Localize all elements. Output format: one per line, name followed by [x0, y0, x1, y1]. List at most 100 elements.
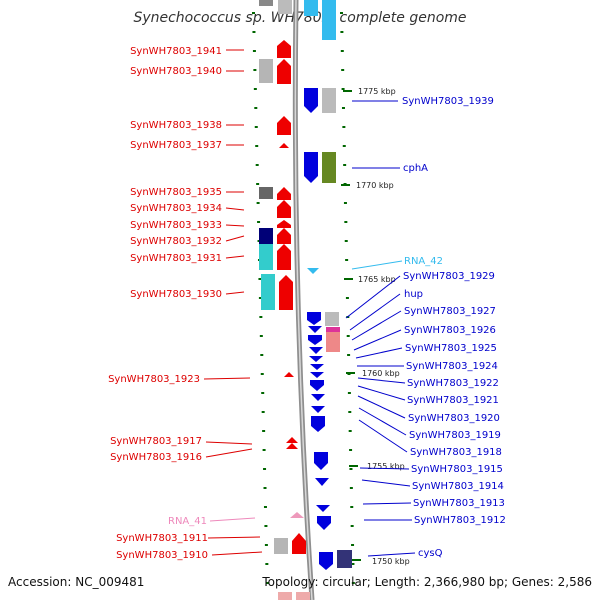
tick-dash — [265, 582, 269, 584]
gene-label: SynWH7803_1916 — [110, 452, 202, 463]
tick-dash — [350, 506, 354, 508]
tick-dash — [264, 525, 268, 527]
svg-text:1775 kbp: 1775 kbp — [358, 87, 396, 96]
gene-label: SynWH7803_1932 — [130, 236, 222, 247]
tick-dash — [342, 145, 346, 147]
svg-text:1760 kbp: 1760 kbp — [362, 369, 400, 378]
gene-label: SynWH7803_1910 — [116, 550, 208, 561]
gene-label: SynWH7803_1918 — [410, 447, 502, 458]
gene-label: SynWH7803_1922 — [407, 378, 499, 389]
tick-dash — [252, 31, 256, 33]
gene-label: SynWH7803_1914 — [412, 481, 504, 492]
gene-label: SynWH7803_1920 — [408, 413, 500, 424]
gene-label: SynWH7803_1911 — [116, 533, 208, 544]
gene-label: SynWH7803_1931 — [130, 253, 222, 264]
tick-dash — [253, 88, 257, 90]
tick-dash — [341, 69, 345, 71]
tick-dash — [265, 563, 269, 565]
tick-dash — [345, 259, 349, 261]
gene-label: SynWH7803_1926 — [404, 325, 496, 336]
tick-dash — [349, 468, 353, 470]
gene-label: SynWH7803_1934 — [130, 203, 222, 214]
gene-label: SynWH7803_1917 — [110, 436, 202, 447]
gene-label: SynWH7803_1923 — [108, 374, 200, 385]
tick-dash — [347, 354, 351, 356]
genome-summary: Topology: circular; Length: 2,366,980 bp… — [261, 575, 592, 589]
gene-label: SynWH7803_1939 — [402, 96, 494, 107]
tick-dash — [343, 202, 347, 204]
tick-dash — [340, 50, 344, 52]
gene-label: SynWH7803_1919 — [409, 430, 501, 441]
genome-backbone — [292, 0, 315, 600]
tick-dash — [252, 50, 256, 52]
gene-label: SynWH7803_1921 — [407, 395, 499, 406]
gene-label: hup — [404, 289, 423, 300]
tick-dash — [255, 164, 259, 166]
gene-label: cysQ — [418, 548, 443, 559]
svg-text:1770 kbp: 1770 kbp — [356, 181, 394, 190]
gene-label: SynWH7803_1925 — [405, 343, 497, 354]
gene-label: SynWH7803_1913 — [413, 498, 505, 509]
tick-dash — [341, 88, 345, 90]
gene-label: SynWH7803_1938 — [130, 120, 222, 131]
tick-dash — [255, 145, 259, 147]
tick-dash — [261, 392, 265, 394]
rna-label: RNA_42 — [404, 256, 443, 267]
tick-dash — [346, 335, 350, 337]
accession-text: Accession: NC_009481 — [8, 575, 144, 589]
gene-label: SynWH7803_1927 — [404, 306, 496, 317]
tick-dash — [263, 506, 267, 508]
tick-dash — [260, 354, 264, 356]
kbp-mark: 1765 kbp — [344, 275, 396, 284]
rna-connector — [209, 517, 256, 522]
gene-label: SynWH7803_1940 — [130, 66, 222, 77]
rna-label: RNA_41 — [168, 516, 207, 527]
tick-dash — [344, 240, 348, 242]
plus-strand-features — [304, 0, 352, 570]
gene-label: SynWH7803_1933 — [130, 220, 222, 231]
gene-label: SynWH7803_1937 — [130, 140, 222, 151]
tick-dash — [263, 487, 267, 489]
tick-dash — [340, 31, 344, 33]
tick-dash — [254, 126, 258, 128]
gene-label: SynWH7803_1941 — [130, 46, 222, 57]
tick-dash — [340, 12, 343, 14]
tick-dash — [259, 316, 263, 318]
right-label-connectors — [345, 100, 416, 557]
tick-dash — [351, 544, 355, 546]
tick-dash — [342, 126, 346, 128]
tick-dash — [262, 430, 266, 432]
gene-label: SynWH7803_1929 — [403, 271, 495, 282]
tick-dash — [351, 582, 355, 584]
tick-dash — [252, 12, 255, 14]
tick-dash — [344, 221, 348, 223]
kbp-mark: 1770 kbp — [341, 181, 394, 190]
tick-dash — [350, 525, 354, 527]
svg-text:1765 kbp: 1765 kbp — [358, 275, 396, 284]
tick-dash — [256, 202, 260, 204]
tick-dash — [351, 563, 355, 565]
tick-dash — [343, 164, 347, 166]
left-labels: SynWH7803_1941 SynWH7803_1940 SynWH7803_… — [108, 46, 222, 561]
tick-dash — [349, 449, 353, 451]
tick-dash — [258, 297, 262, 299]
minus-strand-features — [259, 0, 310, 600]
gene-label: SynWH7803_1924 — [406, 361, 498, 372]
right-labels: SynWH7803_1939 cphA RNA_42 SynWH7803_192… — [402, 96, 506, 559]
tick-dash — [348, 411, 352, 413]
tick-dash — [263, 468, 267, 470]
rna-connector — [351, 260, 403, 270]
tick-dash — [254, 107, 258, 109]
gene-label: SynWH7803_1935 — [130, 187, 222, 198]
gene-label: SynWH7803_1912 — [414, 515, 506, 526]
tick-dash — [256, 183, 260, 185]
tick-dash — [349, 487, 353, 489]
tick-dash — [348, 430, 352, 432]
left-label-connectors — [203, 49, 263, 556]
gene-label: SynWH7803_1930 — [130, 289, 222, 300]
tick-dash — [262, 449, 266, 451]
gene-label: cphA — [403, 163, 428, 174]
tick-dash — [258, 278, 262, 280]
svg-text:1755 kbp: 1755 kbp — [367, 462, 405, 471]
